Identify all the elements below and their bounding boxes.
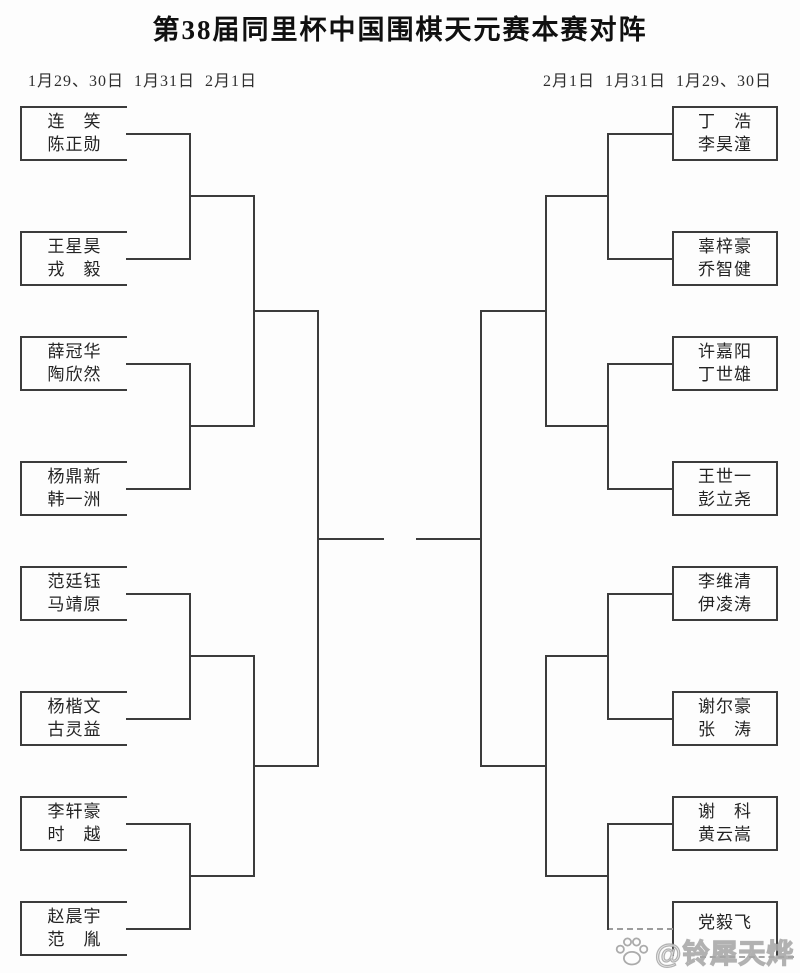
player-name: 古灵益 — [47, 719, 102, 739]
connector-line — [126, 822, 191, 825]
player-name: 彭立尧 — [698, 489, 752, 509]
player-name: 王星昊 — [47, 236, 102, 256]
player-name: 丁 浩 — [698, 111, 752, 131]
connector-line — [126, 362, 191, 365]
connector-line — [126, 132, 191, 135]
connector-line — [189, 195, 255, 197]
player-name: 连 笑 — [47, 111, 102, 131]
match-box-right-6: 谢尔豪张 涛 — [672, 691, 778, 746]
connector-line — [607, 822, 673, 825]
dashed-bottom-line — [700, 956, 794, 958]
match-box-right-8: 党毅飞 — [672, 901, 778, 956]
connector-line — [126, 487, 191, 490]
connector-line — [416, 537, 482, 540]
player-name: 陈正勋 — [47, 134, 102, 154]
connector-line — [480, 765, 547, 767]
player-name: 赵晨宇 — [47, 906, 102, 926]
connector-line — [607, 592, 673, 595]
player-name: 薛冠华 — [47, 341, 102, 361]
player-name: 戎 毅 — [47, 259, 102, 279]
connector-line — [607, 362, 673, 365]
connector-line — [607, 132, 673, 135]
player-name: 杨楷文 — [47, 696, 102, 716]
schedule-dates-right: 2月1日 1月31日 1月29、30日 — [542, 73, 772, 90]
player-name: 陶欣然 — [47, 364, 102, 384]
match-box-right-7: 谢 科黄云嵩 — [672, 796, 778, 851]
player-name: 李维清 — [698, 571, 752, 591]
player-name: 时 越 — [47, 824, 102, 844]
connector-line — [545, 875, 609, 877]
player-name: 辜梓豪 — [698, 236, 752, 256]
connector-line — [126, 257, 191, 260]
connector-line — [189, 655, 255, 657]
connector-line — [126, 717, 191, 720]
match-box-left-2: 王星昊戎 毅 — [20, 231, 127, 286]
connector-line — [607, 487, 673, 490]
connector-line — [545, 655, 609, 657]
player-name: 丁世雄 — [698, 364, 752, 384]
player-name: 李轩豪 — [47, 801, 102, 821]
match-box-left-6: 杨楷文古灵益 — [20, 691, 127, 746]
match-box-left-4: 杨鼎新韩一洲 — [20, 461, 127, 516]
player-name: 范 胤 — [47, 929, 102, 949]
match-box-right-1: 丁 浩李昊潼 — [672, 106, 778, 161]
connector-line — [253, 765, 319, 767]
connector-line — [607, 927, 673, 930]
connector-line — [253, 310, 319, 312]
player-name: 谢尔豪 — [698, 696, 752, 716]
player-name: 范廷钰 — [47, 571, 102, 591]
player-name: 谢 科 — [698, 801, 752, 821]
player-name: 伊凌涛 — [698, 594, 752, 614]
player-name: 韩一洲 — [47, 489, 102, 509]
player-name: 乔智健 — [698, 259, 752, 279]
match-box-left-3: 薛冠华陶欣然 — [20, 336, 127, 391]
connector-line — [189, 875, 255, 877]
match-box-right-5: 李维清伊凌涛 — [672, 566, 778, 621]
player-name: 李昊潼 — [698, 134, 752, 154]
match-box-left-5: 范廷钰马靖原 — [20, 566, 127, 621]
connector-line — [607, 257, 673, 260]
player-name: 许嘉阳 — [698, 341, 752, 361]
connector-line — [189, 425, 255, 427]
connector-line — [480, 310, 547, 312]
player-name: 张 涛 — [698, 719, 752, 739]
match-box-right-2: 辜梓豪乔智健 — [672, 231, 778, 286]
match-box-right-4: 王世一彭立尧 — [672, 461, 778, 516]
schedule-dates-left: 1月29、30日 1月31日 2月1日 — [28, 73, 258, 90]
match-box-left-1: 连 笑陈正勋 — [20, 106, 127, 161]
connector-line — [545, 195, 609, 197]
player-name: 杨鼎新 — [47, 466, 102, 486]
match-box-left-8: 赵晨宇范 胤 — [20, 901, 127, 956]
player-name: 黄云嵩 — [698, 824, 752, 844]
connector-line — [607, 717, 673, 720]
connector-line — [545, 425, 609, 427]
page-title: 第38届同里杯中国围棋天元赛本赛对阵 — [152, 15, 648, 45]
paw-icon — [615, 937, 649, 966]
match-box-left-7: 李轩豪时 越 — [20, 796, 127, 851]
player-name: 王世一 — [698, 466, 752, 486]
player-name: 马靖原 — [47, 594, 102, 614]
connector-line — [126, 927, 191, 930]
connector-line — [317, 537, 384, 540]
connector-line — [126, 592, 191, 595]
player-name: 党毅飞 — [698, 913, 752, 933]
match-box-right-3: 许嘉阳丁世雄 — [672, 336, 778, 391]
